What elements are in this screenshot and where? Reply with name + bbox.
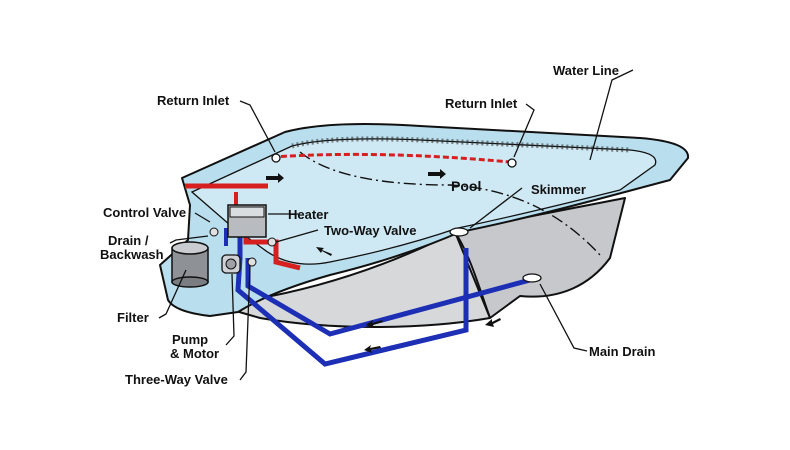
label-three-way-valve: Three-Way Valve	[125, 372, 228, 387]
label-water-line: Water Line	[553, 63, 619, 78]
label-pool: Pool	[451, 178, 481, 194]
floor-contour	[299, 151, 601, 256]
label-drain-backwash-2: Backwash	[100, 247, 164, 262]
skimmer-marker	[449, 227, 469, 237]
heater	[227, 204, 267, 238]
suction-piping	[224, 220, 531, 367]
valve-fittings	[209, 227, 277, 267]
label-drain-backwash-1: Drain /	[108, 233, 149, 248]
label-skimmer: Skimmer	[531, 182, 586, 197]
flow-arrows	[266, 169, 501, 353]
label-pump-motor-2: & Motor	[170, 346, 219, 361]
label-heater: Heater	[288, 207, 328, 222]
tile-band	[291, 136, 631, 153]
label-main-drain: Main Drain	[589, 344, 656, 359]
main-drain-marker	[522, 273, 542, 283]
label-pump-motor-1: Pump	[172, 332, 208, 347]
pump-motor	[221, 254, 241, 274]
leader-lines	[158, 69, 634, 381]
label-control-valve: Control Valve	[103, 205, 186, 220]
filter-tank	[171, 241, 209, 288]
return-inlet-left-marker	[271, 153, 281, 163]
label-return-inlet-left: Return Inlet	[157, 93, 230, 108]
pool-wall-left	[214, 231, 491, 328]
return-inlet-right-marker	[507, 158, 517, 168]
label-two-way-valve: Two-Way Valve	[324, 223, 416, 238]
label-filter: Filter	[117, 310, 149, 325]
label-return-inlet-right: Return Inlet	[445, 96, 518, 111]
